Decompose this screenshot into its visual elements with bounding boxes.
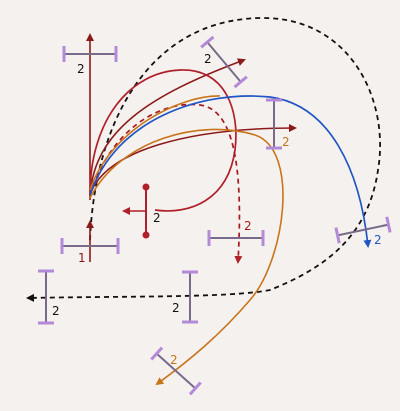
orange-upper-trajectory — [89, 95, 221, 191]
goal-center-label: 2 — [244, 219, 252, 233]
maroon-right-trajectory — [89, 124, 297, 196]
robot-center-low — [182, 270, 198, 324]
start-robot: 1 — [60, 238, 120, 265]
maroon-curve-trajectory — [89, 58, 246, 196]
goal-top-left-label: 2 — [77, 62, 85, 76]
goal-top-right-label: 2 — [204, 52, 212, 66]
robot-top-right — [200, 35, 248, 89]
robot-left — [38, 269, 54, 325]
goal-red-label: 2 — [153, 211, 161, 225]
red-loop-trajectory — [89, 69, 237, 212]
goal-left-label: 2 — [52, 304, 60, 318]
orange-long-trajectory — [89, 128, 284, 386]
robot-right — [334, 216, 392, 244]
robot-top-left: 2 — [62, 46, 118, 76]
goal-bottom-label: 2 — [170, 353, 178, 367]
black-dashed-trajectory — [26, 17, 381, 302]
goal-mid-right-label: 2 — [282, 135, 290, 149]
robot-center — [207, 230, 265, 246]
goal-right-label: 2 — [374, 233, 382, 247]
start-label: 1 — [78, 251, 86, 265]
robot-mid-right — [266, 98, 282, 150]
red-dashed-trajectory — [89, 103, 243, 264]
robot-bottom — [150, 346, 202, 396]
blue-trajectory — [89, 95, 372, 248]
goal-center-low-label: 2 — [172, 301, 180, 315]
robot-red — [122, 183, 150, 239]
